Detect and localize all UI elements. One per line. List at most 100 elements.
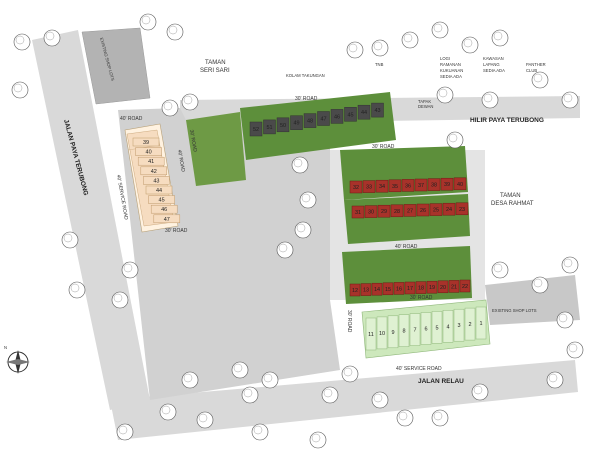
tree-icon (566, 341, 584, 359)
label-logi-2: RAMANAN (440, 62, 461, 67)
tree-icon (403, 33, 413, 43)
tree-icon (181, 371, 199, 389)
row-b-unit-number: 25 (433, 208, 439, 214)
tree-icon (61, 231, 79, 249)
tree-icon (463, 38, 473, 48)
label-logi-3: KUKUANAN (440, 68, 463, 73)
tree-icon (70, 283, 80, 293)
tree-icon (311, 433, 321, 443)
compass-label: N (4, 345, 7, 350)
left-column-unit-number: 42 (151, 169, 157, 175)
shop-row-unit: 4 (442, 310, 454, 343)
left-column-unit: 43 (143, 176, 170, 185)
tree-icon (346, 41, 364, 59)
tree-icon (371, 39, 389, 57)
label-road-40-top: 40' ROAD (120, 116, 143, 122)
row-a-unit: 36 (401, 179, 415, 192)
tree-icon (563, 93, 573, 103)
tree-icon (561, 91, 579, 109)
top-row-unit-number: 49 (293, 121, 299, 127)
tree-icon (263, 373, 273, 383)
tree-icon (113, 293, 123, 303)
tree-icon (446, 131, 464, 149)
row-a-unit-number: 33 (366, 185, 372, 191)
tree-icon (343, 367, 353, 377)
shop-row-unit: 1 (475, 306, 487, 340)
tree-icon (163, 101, 173, 111)
tree-icon (438, 88, 448, 98)
tree-icon (291, 156, 309, 174)
row-b-unit-number: 24 (446, 207, 452, 213)
top-row-unit: 46 (330, 109, 344, 124)
label-taman-seri-sari-1: TAMAN (205, 60, 226, 66)
tree-icon (251, 423, 269, 441)
top-row-unit-number: 44 (361, 110, 367, 116)
row-c-unit-number: 16 (396, 286, 402, 292)
shop-row-unit: 6 (420, 312, 432, 345)
shop-row-unit: 11 (365, 317, 377, 351)
top-row-unit: 52 (249, 121, 263, 137)
tree-icon (123, 263, 133, 273)
shop-row-unit-number: 5 (435, 325, 438, 331)
top-row-unit-number: 47 (320, 117, 326, 123)
jalan-paya-terubong-road (32, 30, 150, 410)
tree-icon (558, 313, 568, 323)
tree-icon (243, 388, 253, 398)
left-column-unit-number: 46 (161, 207, 167, 213)
label-panther-1: PANTHER (526, 62, 546, 67)
tree-icon (299, 191, 317, 209)
shop-row-unit-number: 3 (457, 323, 460, 329)
tree-icon (198, 413, 208, 423)
label-road-30-top: 30' ROAD (295, 96, 318, 102)
label-tnb: TNB (375, 62, 384, 67)
top-row-unit: 48 (303, 113, 317, 128)
tree-icon (531, 276, 549, 294)
row-c-unit: 14 (371, 282, 383, 296)
row-b-unit-number: 29 (381, 209, 387, 215)
shop-row-unit-number: 4 (446, 324, 449, 330)
tree-icon (433, 23, 443, 33)
shop-row-unit-number: 8 (402, 329, 405, 335)
row-a-unit: 39 (440, 177, 454, 191)
tree-icon (253, 425, 263, 435)
tree-icon (294, 221, 312, 239)
label-logi-4: SEDIA ADA (440, 74, 462, 79)
left-column-unit: 44 (145, 185, 173, 195)
label-tapak-dewan-2: DEWAN (418, 104, 433, 109)
tree-icon (321, 386, 339, 404)
shop-row-unit-number: 10 (379, 331, 385, 337)
label-road-30-mid: 30' ROAD (165, 228, 188, 234)
row-c-unit-number: 12 (352, 288, 358, 294)
left-column-unit: 41 (137, 156, 165, 166)
tree-icon (118, 425, 128, 435)
shop-row-unit-number: 6 (424, 327, 427, 333)
tree-icon (491, 261, 509, 279)
label-panther-2: CLUB (526, 68, 537, 73)
tree-icon (373, 41, 383, 51)
tree-icon (548, 373, 558, 383)
row-c-unit: 19 (426, 280, 438, 294)
left-column-unit-number: 39 (143, 140, 149, 146)
shop-row-unit-number: 7 (413, 328, 416, 334)
shop-row-unit: 3 (453, 308, 465, 342)
tree-icon (161, 99, 179, 117)
row-c-unit: 16 (393, 282, 405, 295)
row-c-unit-number: 13 (363, 288, 369, 294)
tree-icon (241, 386, 259, 404)
tree-icon (533, 278, 543, 288)
trees-layer (11, 13, 584, 449)
left-column-unit: 45 (148, 195, 175, 204)
row-a-unit: 35 (388, 179, 402, 193)
left-column-unit: 42 (140, 166, 168, 176)
top-row-unit-number: 51 (266, 125, 272, 131)
left-column-unit-number: 40 (146, 150, 152, 156)
row-a-unit-number: 39 (444, 182, 450, 188)
row-b-block (344, 194, 470, 244)
shop-row-unit-number: 11 (368, 332, 374, 338)
tree-icon (471, 383, 489, 401)
tree-icon (481, 91, 499, 109)
tree-icon (483, 93, 493, 103)
label-kawasan-1: KAWASAN (483, 56, 504, 61)
label-taman-desa-rahmat-2: DESA RAHMAT (491, 201, 534, 207)
